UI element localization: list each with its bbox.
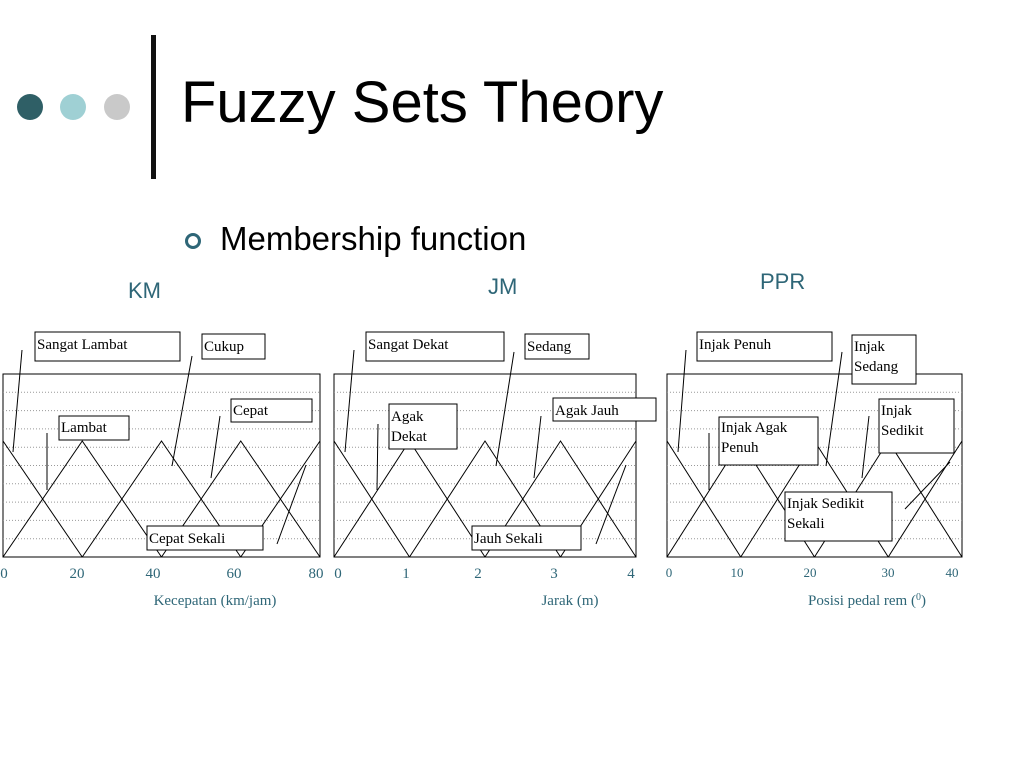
km-leader-line [276,464,307,545]
jm-label-box [524,333,590,360]
jm-tick-label: 3 [550,566,558,582]
jm-leader-line [595,464,627,545]
ppr-label-box [784,491,893,542]
jm-heading: JM [488,274,518,299]
km-tick-label: 80 [309,566,324,582]
km-label-box [34,331,181,362]
ppr-tick-label: 40 [946,565,959,580]
ppr-leader-line [677,349,687,453]
jm-tick-label: 0 [334,566,342,582]
km-label-4: Cepat Sekali [149,531,225,547]
km-mf-2 [81,440,242,558]
km-leader-line [12,349,23,453]
ppr-tick-label: 30 [882,565,895,580]
jm-mf-2 [409,440,561,558]
km-label-box [146,525,264,551]
km-label-3: Cepat [233,403,269,419]
ppr-label-box [718,416,819,466]
jm-tick-label: 4 [627,566,635,582]
jm-label-box [365,331,505,362]
km-leader-line [171,355,193,467]
jm-mf-3 [484,440,637,558]
decor-dot-1 [17,94,43,120]
km-label-0: Sangat Lambat [37,337,128,353]
jm-leader-line [376,423,379,491]
jm-label-box [471,525,582,551]
km-tick-label: 20 [70,566,85,582]
ppr-tick-label: 20 [804,565,817,580]
ppr-axis-label: Posisi pedal rem (0) [808,592,926,609]
ppr-leader-line [861,415,870,479]
title-divider [151,35,156,179]
jm-leader-line [344,349,355,453]
decor-dot-3 [104,94,130,120]
slide-title: Fuzzy Sets Theory [181,70,664,135]
jm-tick-label: 2 [474,566,482,582]
km-mf-3 [161,440,321,558]
ppr-leader-line [904,461,951,510]
jm-axis-label: Jarak (m) [541,593,598,609]
jm-leader-line [495,351,515,467]
jm-label-0: Sangat Dekat [368,337,449,353]
ppr-label-0: Injak Penuh [699,337,772,353]
decor-dot-2 [60,94,86,120]
ppr-mf-4 [887,440,963,558]
km-leader-line [210,415,221,479]
ppr-leader-line [825,351,843,467]
ppr-label-box [851,334,917,385]
ppr-heading: PPR [760,269,806,294]
jm-leader-line [533,415,542,479]
jm-label-2: Sedang [527,339,572,355]
jm-label-box [388,403,458,450]
km-label-box [201,333,266,360]
ppr-label-box [696,331,833,362]
ppr-tick-label: 0 [666,565,673,580]
km-tick-label: 60 [227,566,242,582]
km-tick-label: 40 [146,566,161,582]
jm-label-box [552,397,657,422]
km-label-box [230,398,313,423]
km-label-1: Lambat [61,420,108,436]
km-mf-1 [2,440,162,558]
km-tick-label: 0 [0,566,8,582]
ppr-label-box [878,398,955,454]
ppr-tick-label: 10 [731,565,744,580]
km-label-box [58,415,130,441]
jm-label-3: Agak Jauh [555,403,619,419]
jm-label-4: Jauh Sekali [474,531,543,547]
km-heading: KM [128,278,161,303]
jm-tick-label: 1 [402,566,410,582]
bullet-icon [185,233,201,249]
km-label-2: Cukup [204,339,244,355]
bullet-text: Membership function [220,220,527,257]
km-axis-label: Kecepatan (km/jam) [154,593,277,609]
